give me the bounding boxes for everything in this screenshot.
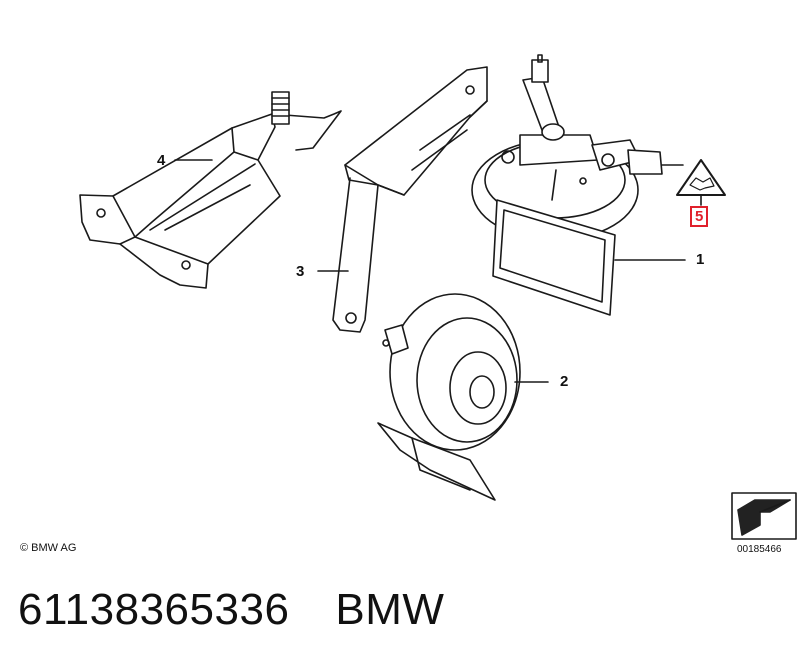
direction-arrow-icon (731, 492, 797, 540)
bracket-4-icon (79, 91, 342, 289)
horn-1-icon (471, 54, 686, 316)
callout-1: 1 (696, 251, 705, 268)
part-number: 61138365336 (18, 585, 290, 634)
callout-5-highlight: 5 (690, 206, 709, 227)
callout-2: 2 (560, 373, 569, 390)
document-number: 00185466 (737, 544, 782, 555)
horn-2-icon (377, 293, 549, 501)
warning-triangle-icon (676, 159, 726, 206)
bracket-3-icon (317, 66, 488, 333)
caption: 61138365336 BMW (18, 585, 444, 635)
brand-name: BMW (335, 585, 445, 634)
callout-3: 3 (296, 263, 305, 280)
copyright-notice: © BMW AG (20, 542, 77, 554)
callout-4: 4 (157, 152, 166, 169)
